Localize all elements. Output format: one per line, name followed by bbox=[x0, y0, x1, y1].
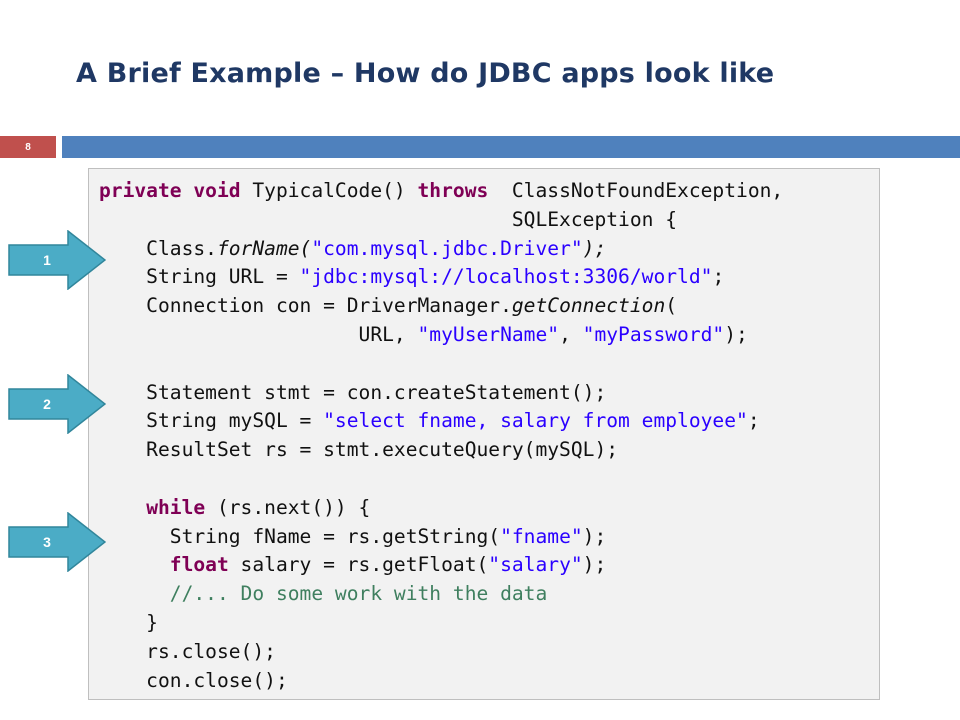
code-keyword: float bbox=[169, 553, 229, 577]
code-line-blank bbox=[99, 465, 783, 494]
code-line: String fName = rs.getString("fname"); bbox=[99, 523, 783, 552]
code-text: URL, bbox=[99, 322, 418, 346]
callout-label: 1 bbox=[43, 252, 51, 268]
callout-arrow-1: 1 bbox=[8, 230, 106, 290]
code-line: Class.forName("com.mysql.jdbc.Driver"); bbox=[99, 235, 783, 264]
code-text: , bbox=[559, 322, 583, 346]
code-string: "select fname, salary from employee" bbox=[323, 409, 748, 433]
code-line-blank bbox=[99, 350, 783, 379]
code-line: float salary = rs.getFloat("salary"); bbox=[99, 551, 783, 580]
code-line: URL, "myUserName", "myPassword"); bbox=[99, 321, 783, 350]
code-keyword: throws bbox=[417, 179, 489, 202]
right-arrow-icon bbox=[8, 512, 106, 572]
code-line: ResultSet rs = stmt.executeQuery(mySQL); bbox=[99, 436, 783, 465]
code-line: while (rs.next()) { bbox=[99, 494, 783, 523]
code-text: SQLException { bbox=[99, 207, 678, 231]
code-line: rs.close(); bbox=[99, 638, 783, 667]
code-text: (rs.next()) { bbox=[205, 495, 371, 519]
code-text: String URL = bbox=[99, 265, 300, 289]
code-text: con.close(); bbox=[99, 668, 288, 692]
code-listing: private void TypicalCode() throws ClassN… bbox=[99, 177, 783, 695]
code-text: salary = rs.getFloat( bbox=[228, 553, 489, 577]
code-text: String mySQL = bbox=[99, 409, 324, 433]
slide-title: A Brief Example – How do JDBC apps look … bbox=[76, 58, 775, 89]
callout-label: 2 bbox=[43, 396, 51, 412]
code-keyword: private bbox=[99, 179, 182, 202]
header-bar bbox=[62, 136, 960, 158]
code-string: "myUserName" bbox=[417, 322, 560, 346]
code-text: Statement stmt = con.createStatement(); bbox=[99, 380, 607, 404]
code-line: SQLException { bbox=[99, 206, 783, 235]
code-text: ClassNotFoundException, bbox=[488, 179, 784, 202]
code-line: con.close(); bbox=[99, 667, 783, 696]
callout-arrow-3: 3 bbox=[8, 512, 106, 572]
code-text: } bbox=[99, 610, 158, 634]
code-text: ( bbox=[665, 294, 678, 318]
code-line: Connection con = DriverManager.getConnec… bbox=[99, 292, 783, 321]
code-text: Class. bbox=[99, 236, 217, 260]
code-line: } bbox=[99, 609, 783, 638]
callout-arrow-2: 2 bbox=[8, 374, 106, 434]
code-keyword: while bbox=[146, 495, 206, 519]
code-block: private void TypicalCode() throws ClassN… bbox=[88, 168, 880, 700]
code-comment: //... Do some work with the data bbox=[169, 582, 548, 606]
code-string: "salary" bbox=[488, 553, 583, 577]
code-line: //... Do some work with the data bbox=[99, 580, 783, 609]
code-text: ResultSet rs = stmt.executeQuery(mySQL); bbox=[99, 438, 619, 462]
code-text: Connection con = DriverManager. bbox=[99, 294, 512, 318]
code-line: String mySQL = "select fname, salary fro… bbox=[99, 407, 783, 436]
code-text: ); bbox=[582, 236, 607, 260]
code-string: "com.mysql.jdbc.Driver" bbox=[311, 236, 583, 260]
code-keyword: void bbox=[193, 179, 241, 202]
code-string: "myPassword" bbox=[582, 322, 725, 346]
code-text: TypicalCode() bbox=[240, 179, 418, 202]
code-text bbox=[182, 179, 194, 202]
code-text: ; bbox=[747, 409, 760, 433]
code-method: getConnection bbox=[511, 294, 666, 318]
code-line: Statement stmt = con.createStatement(); bbox=[99, 379, 783, 408]
code-text bbox=[99, 553, 170, 576]
code-text: ); bbox=[582, 524, 607, 548]
page-number-badge: 8 bbox=[0, 136, 56, 158]
code-text bbox=[99, 496, 146, 519]
code-string: "fname" bbox=[500, 524, 583, 548]
code-method: forName( bbox=[216, 236, 312, 260]
right-arrow-icon bbox=[8, 230, 106, 290]
code-text: ; bbox=[712, 265, 725, 289]
callout-label: 3 bbox=[43, 534, 51, 550]
code-line: String URL = "jdbc:mysql://localhost:330… bbox=[99, 263, 783, 292]
right-arrow-icon bbox=[8, 374, 106, 434]
code-text: ); bbox=[724, 322, 748, 346]
code-text: rs.close(); bbox=[99, 639, 276, 663]
code-text: String fName = rs.getString( bbox=[99, 524, 501, 548]
code-text bbox=[99, 582, 170, 605]
code-string: "jdbc:mysql://localhost:3306/world" bbox=[299, 265, 713, 289]
code-text: ); bbox=[582, 553, 607, 577]
code-line: private void TypicalCode() throws ClassN… bbox=[99, 177, 783, 206]
